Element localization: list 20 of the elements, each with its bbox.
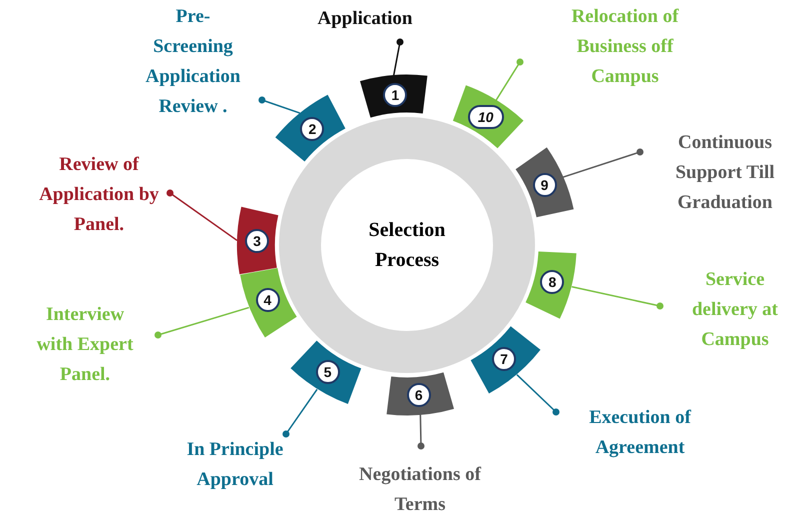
step-label: Application bbox=[300, 4, 430, 34]
step-label: In Principle Approval bbox=[185, 435, 285, 495]
leader-line bbox=[392, 38, 404, 76]
leader-line bbox=[166, 190, 238, 242]
step-label: Continuous Support Till Graduation bbox=[660, 128, 790, 218]
step-label: Relocation of Business off Campus bbox=[560, 2, 690, 92]
leader-line bbox=[154, 306, 250, 338]
leader-line bbox=[495, 58, 524, 101]
leader-line bbox=[562, 148, 644, 178]
step-label: Negotiations of Terms bbox=[355, 460, 485, 520]
leader-line bbox=[282, 388, 318, 438]
step-label: Execution of Agreement bbox=[585, 403, 695, 463]
step-label: Review of Application by Panel. bbox=[34, 150, 164, 240]
step-label: Service delivery at Campus bbox=[680, 265, 790, 355]
leader-line bbox=[572, 286, 664, 310]
leader-line bbox=[418, 414, 424, 450]
step-label: Pre- Screening Application Review . bbox=[138, 2, 248, 122]
leader-line bbox=[516, 374, 560, 416]
step-label: Interview with Expert Panel. bbox=[35, 300, 135, 390]
leader-line bbox=[258, 96, 300, 114]
